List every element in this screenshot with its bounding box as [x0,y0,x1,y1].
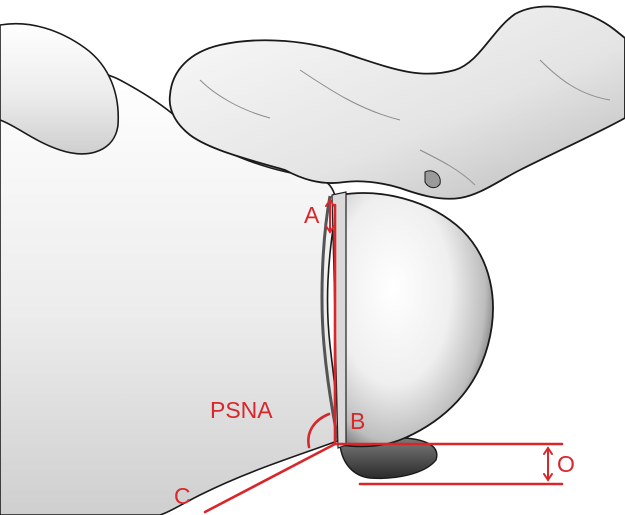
label-psna: PSNA [210,397,273,423]
label-c: C [174,483,191,509]
label-o: O [557,451,575,477]
label-a: A [304,202,320,228]
label-b: B [350,408,365,434]
